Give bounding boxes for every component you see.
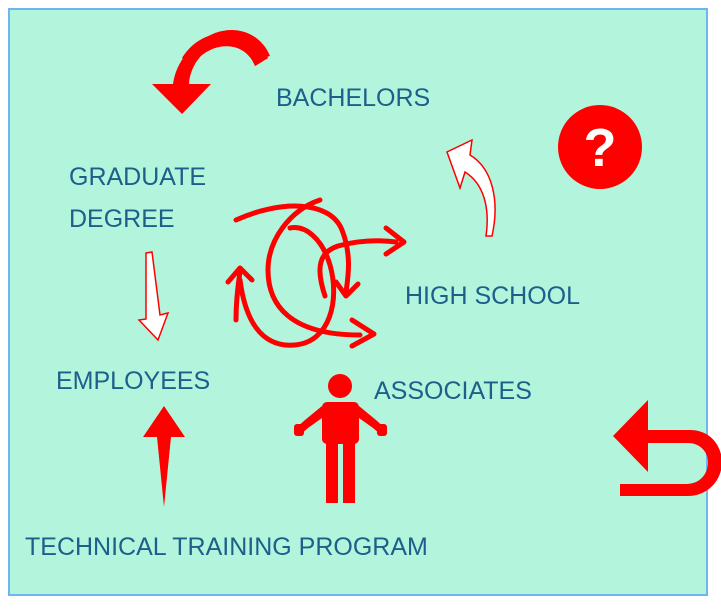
high-school-label: HIGH SCHOOL [405, 282, 581, 310]
u-turn-arrow-icon [613, 400, 721, 496]
question-glyph: ? [584, 118, 617, 178]
technical-training-program-label: TECHNICAL TRAINING PROGRAM [25, 533, 428, 561]
down-outline-arrow-icon [137, 251, 170, 342]
up-left-outline-arrow-icon [446, 138, 496, 237]
tangled-arrowheads [225, 225, 407, 349]
employees-label: EMPLOYEES [56, 367, 211, 395]
graduate-degree-label-line1: GRADUATE [69, 163, 207, 191]
curved-arrow-icon [152, 29, 270, 114]
question-mark-icon: ? [558, 105, 642, 189]
person-shrug-icon [294, 374, 387, 503]
bachelors-label: BACHELORS [276, 84, 431, 112]
graduate-degree-label-line2: DEGREE [69, 205, 175, 233]
associates-label: ASSOCIATES [374, 377, 532, 405]
tangled-arrows-icon [233, 197, 399, 348]
up-arrow-icon [143, 406, 185, 507]
